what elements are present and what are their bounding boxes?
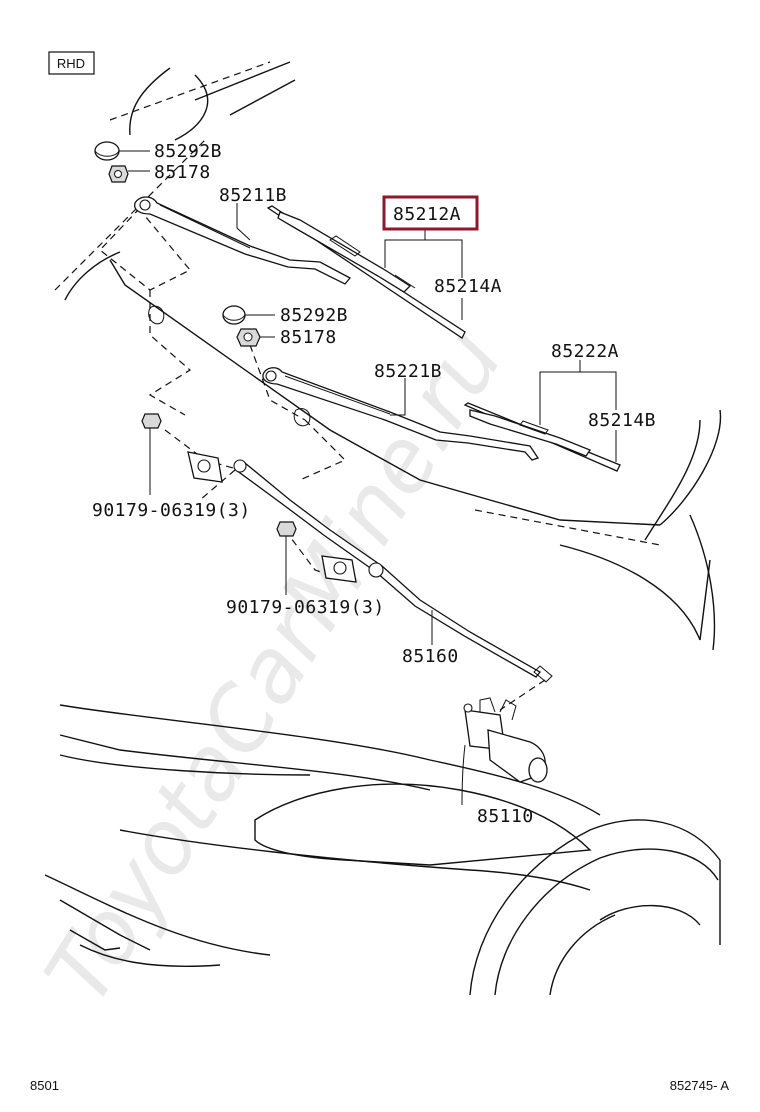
cap-85292b-upper [94,141,120,161]
callout-85160: 85160 [402,646,459,667]
callout-85214a: 85214A [434,276,502,297]
footer-page-code: 8501 [30,1078,59,1093]
assembly-guides [99,207,546,711]
nut-85178-lower [236,328,261,347]
highlight-box [382,195,479,231]
wiper-blade-85214a [266,205,466,339]
bolt-90179-lower [276,521,297,537]
callout-85221b: 85221B [374,361,442,382]
leader-lines [119,150,617,806]
cap-85292b-lower [222,305,246,325]
wiper-arm-85221b [262,367,540,461]
callout-85292b-upper: 85292B [154,141,222,162]
callout-90179-lower: 90179-06319(3) [226,597,385,618]
footer-illustration-code: 852745- A [670,1078,730,1093]
callout-85178-lower: 85178 [280,327,337,348]
callout-85222a: 85222A [551,341,619,362]
wiper-link-85160 [187,451,553,683]
wiper-blade-85214b [463,402,621,472]
callout-85178-upper: 85178 [154,162,211,183]
rhd-badge-label: RHD [57,56,85,71]
nut-85178-upper [108,165,129,183]
wiper-motor-85110 [463,697,548,783]
callout-85211b: 85211B [219,185,287,206]
callout-85212a: 85212A [393,204,461,225]
callout-85110: 85110 [477,806,534,827]
callout-90179-upper: 90179-06319(3) [92,500,251,521]
rhd-badge: RHD [48,51,95,75]
callout-85292b-lower: 85292B [280,305,348,326]
callout-85214b: 85214B [588,410,656,431]
wiper-arm-85211b [134,196,352,285]
bolt-90179-upper [141,413,162,429]
vehicle-body-outline [44,61,722,996]
